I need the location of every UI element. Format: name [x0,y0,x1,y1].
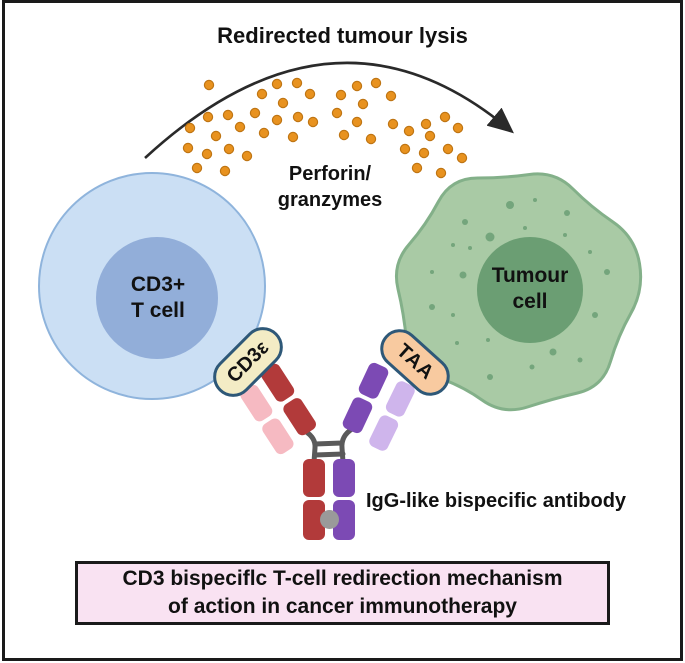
cytoplasm-speckle [430,270,434,274]
granzyme-dot [307,116,319,128]
granzyme-dot [256,88,268,100]
cytoplasm-speckle [485,232,495,242]
granzyme-dot [271,114,283,126]
granzyme-dot [399,143,411,155]
granzyme-dot [435,167,447,179]
antibody-knob-dot [320,510,339,529]
t-cell-nucleus [96,237,218,359]
granzyme-dot [357,98,369,110]
granzyme-dot [420,118,432,130]
cytoplasm-speckle [451,313,455,317]
granzyme-dot [184,122,196,134]
granzyme-dot [452,122,464,134]
granzyme-dot [249,107,261,119]
redirected-lysis-arrow [144,61,514,159]
perforin-granzymes-label: Perforin/ granzymes [277,163,383,211]
granzyme-dot [291,77,303,89]
granzyme-dot [351,80,363,92]
cytoplasm-speckle [592,312,598,318]
granzyme-dot [387,118,399,130]
tumour-cell-label: Tumour cell [491,264,569,313]
cytoplasm-speckle [549,348,557,356]
granzyme-dot [223,143,235,155]
granzyme-dot [442,143,454,155]
tumour-cell-speckles [429,198,610,380]
cytoplasm-speckle [487,374,493,380]
granzyme-dot [241,150,253,162]
antibody-fc-stem-left [303,459,325,540]
granzyme-dot [418,147,430,159]
granzyme-dot [201,148,213,160]
granzyme-dot [182,142,194,154]
granzyme-dot [271,78,283,90]
cytoplasm-speckle [486,338,490,342]
granzyme-dot [191,162,203,174]
granzyme-dot [203,79,215,91]
cytoplasm-speckle [533,198,537,202]
granzyme-dot [424,130,436,142]
cytoplasm-speckle [604,269,610,275]
t-cell-label: CD3+ T cell [130,273,186,322]
cytoplasm-speckle [451,243,455,247]
tumour-cell-nucleus [477,237,583,343]
bispecific-antibody-label: IgG-like bispecific antibody [366,490,627,512]
granzyme-dot [439,111,451,123]
chain-segment [303,459,325,497]
antibody-fc-stem-right [333,459,355,540]
antibody-hinge [302,426,355,465]
granzyme-dot [277,97,289,109]
caption-line-2: of action in cancer immunotherapy [168,595,517,618]
perforin-granzyme-dots [182,77,468,179]
cytoplasm-speckle [429,304,435,310]
granzyme-dot [258,127,270,139]
cytoplasm-speckle [459,271,467,279]
granzyme-dot [287,131,299,143]
granzyme-dot [456,152,468,164]
caption-box: CD3 bispeciflc T-cell redirection mechan… [75,561,610,625]
granzyme-dot [370,77,382,89]
granzyme-dot [338,129,350,141]
granzyme-dot [403,125,415,137]
granzyme-dot [219,165,231,177]
cytoplasm-speckle [588,250,592,254]
granzyme-dot [365,133,377,145]
cytoplasm-speckle [529,364,535,370]
chain-segment [333,459,355,497]
cytoplasm-speckle [462,219,468,225]
granzyme-dot [351,116,363,128]
cytoplasm-speckle [564,210,570,216]
granzyme-dot [335,89,347,101]
granzyme-dot [385,90,397,102]
chain-segment [303,500,325,540]
granzyme-dot [202,111,214,123]
cytoplasm-speckle [455,341,459,345]
granzyme-dot [292,111,304,123]
cytoplasm-speckle [563,233,567,237]
chain-segment [333,500,355,540]
cytoplasm-speckle [523,226,527,230]
granzyme-dot [304,88,316,100]
figure-title: Redirected tumour lysis [217,23,468,48]
granzyme-dot [210,130,222,142]
granzyme-dot [222,109,234,121]
cytoplasm-speckle [577,357,583,363]
cytoplasm-speckle [468,246,472,250]
cytoplasm-speckle [506,201,514,209]
granzyme-dot [411,162,423,174]
granzyme-dot [331,107,343,119]
t-cell-body [38,172,266,400]
caption-line-1: CD3 bispeciflc T-cell redirection mechan… [122,567,563,590]
granzyme-dot [234,121,246,133]
